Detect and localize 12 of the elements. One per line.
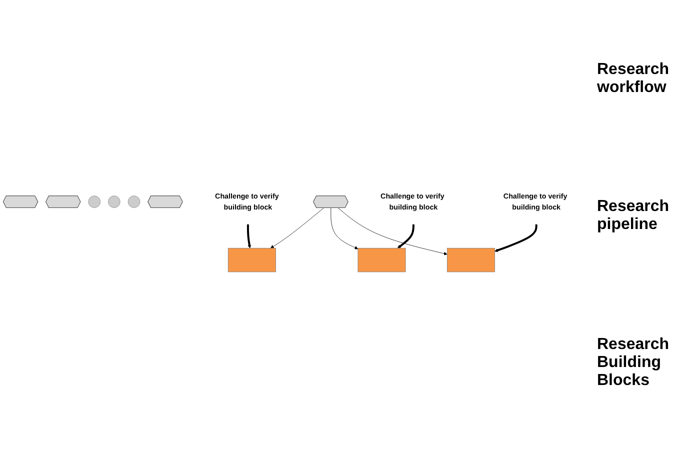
arrow [397, 224, 414, 248]
node-circle [88, 196, 100, 208]
row-label: Research workflow [597, 60, 670, 97]
row-label: Research pipeline [597, 198, 670, 234]
arrow [494, 224, 538, 252]
node-box [446, 248, 495, 272]
node-box [358, 248, 406, 272]
node-circle [128, 196, 140, 208]
node-circle [108, 196, 120, 208]
node-box [228, 248, 276, 272]
row-label: Research Building Blocks [597, 336, 670, 390]
arrow [246, 224, 252, 248]
